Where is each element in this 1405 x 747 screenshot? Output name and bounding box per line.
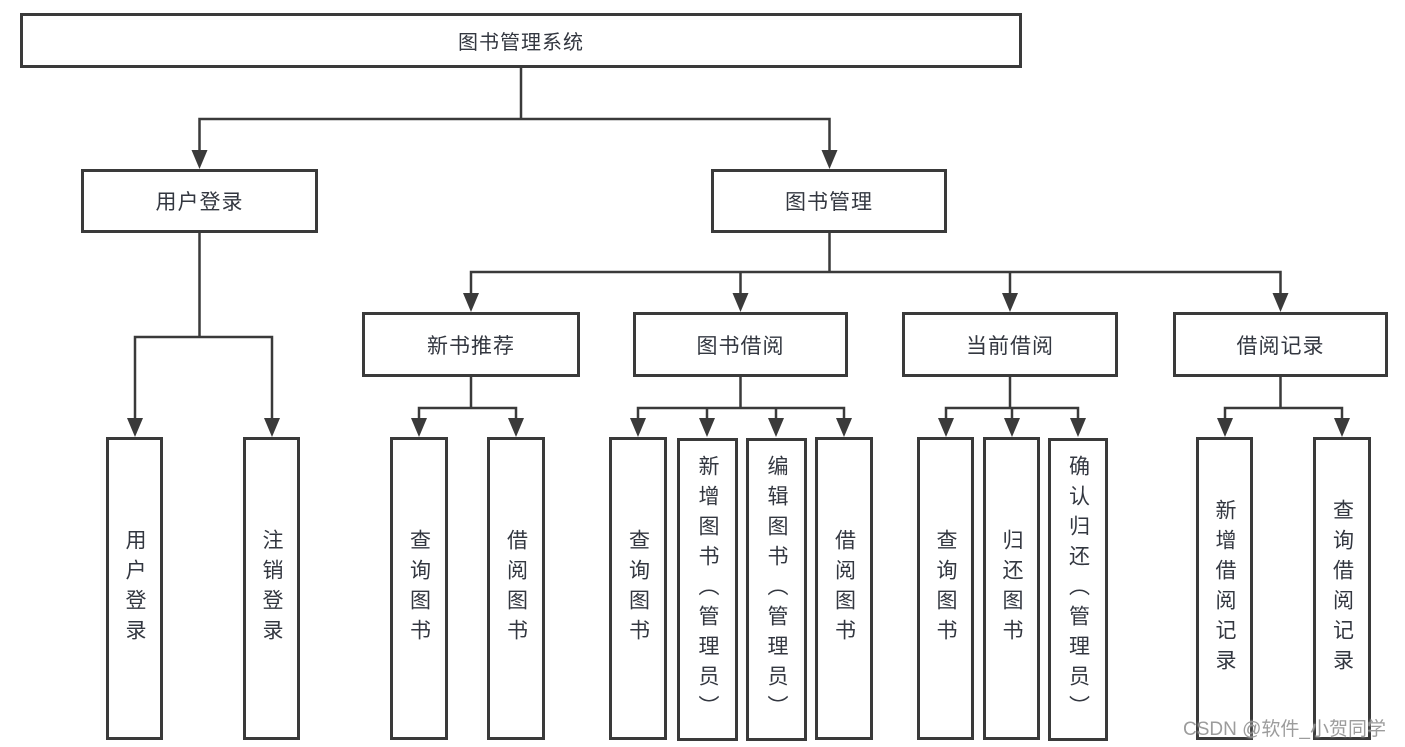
leaf-query-borrow-record-label: 查询借阅记录	[1330, 498, 1354, 679]
connector-bookmgmt-to-level3	[469, 231, 1282, 296]
leaf-newrec-borrow-books-label: 借阅图书	[504, 528, 528, 649]
connector-root-to-level2	[198, 66, 831, 153]
leaf-borrowing-borrow-books-label: 借阅图书	[832, 528, 856, 649]
leaf-edit-books-admin: 编辑图书（管理员）	[746, 438, 807, 741]
csdn-watermark: CSDN @软件_小贺同学	[1183, 719, 1386, 740]
arrowhead-icon	[630, 418, 646, 437]
arrowhead-icon	[1217, 418, 1233, 437]
arrowhead-icon	[836, 418, 852, 437]
arrowhead-icon	[1070, 418, 1086, 437]
leaf-confirm-return-admin: 确认归还（管理员）	[1048, 438, 1108, 741]
arrowhead-icon	[411, 418, 427, 437]
leaf-borrowing-query-books-label: 查询图书	[626, 528, 650, 649]
arrowhead-icon	[1002, 293, 1018, 312]
leaf-logout: 注销登录	[243, 437, 300, 740]
leaf-logout-label: 注销登录	[260, 528, 283, 649]
node-new-book-recommend: 新书推荐	[362, 312, 580, 377]
connector-current-to-leaves	[944, 375, 1080, 421]
arrowhead-icon	[732, 293, 749, 312]
leaf-newrec-query-books: 查询图书	[390, 437, 448, 740]
leaf-current-query-books-label: 查询图书	[934, 528, 957, 649]
connector-userlogin-to-leaves	[133, 231, 274, 421]
arrowhead-icon	[1334, 418, 1350, 437]
arrowhead-icon	[127, 418, 143, 437]
arrowhead-icon	[821, 150, 838, 169]
leaf-query-borrow-record: 查询借阅记录	[1313, 437, 1371, 740]
leaf-edit-books-admin-label: 编辑图书（管理员）	[765, 454, 788, 725]
node-new-book-recommend-label: 新书推荐	[427, 334, 515, 358]
arrowhead-icon	[699, 418, 715, 437]
leaf-current-query-books: 查询图书	[917, 437, 974, 740]
leaf-newrec-query-books-label: 查询图书	[407, 528, 431, 649]
leaf-add-borrow-record-label: 新增借阅记录	[1213, 498, 1236, 679]
arrowhead-icon	[508, 418, 524, 437]
connector-newbooks-to-leaves	[417, 375, 518, 421]
node-library-system: 图书管理系统	[20, 13, 1022, 68]
leaf-add-books-admin-label: 新增图书（管理员）	[696, 454, 719, 725]
node-library-system-label: 图书管理系统	[458, 32, 584, 54]
node-borrowing-records-label: 借阅记录	[1236, 334, 1325, 358]
node-user-login: 用户登录	[81, 169, 318, 233]
connector-borrowing-to-leaves	[636, 375, 846, 421]
node-borrowing-records: 借阅记录	[1173, 312, 1388, 377]
node-book-management: 图书管理	[711, 169, 947, 233]
arrowhead-icon	[768, 418, 784, 437]
leaf-return-books-label: 归还图书	[1000, 528, 1023, 649]
leaf-add-books-admin: 新增图书（管理员）	[677, 438, 738, 741]
node-current-borrowing: 当前借阅	[902, 312, 1118, 377]
arrowhead-icon	[1272, 293, 1289, 312]
node-book-borrowing-label: 图书借阅	[696, 334, 785, 358]
arrowhead-icon	[938, 418, 954, 437]
connector-records-to-leaves	[1223, 375, 1344, 421]
leaf-borrowing-borrow-books: 借阅图书	[815, 437, 873, 740]
node-book-management-label: 图书管理	[785, 191, 873, 214]
leaf-add-borrow-record: 新增借阅记录	[1196, 437, 1253, 740]
leaf-user-login: 用户登录	[106, 437, 163, 740]
arrowhead-icon	[1004, 418, 1020, 437]
leaf-return-books: 归还图书	[983, 437, 1040, 740]
leaf-confirm-return-admin-label: 确认归还（管理员）	[1066, 454, 1090, 725]
leaf-borrowing-query-books: 查询图书	[609, 437, 667, 740]
leaf-newrec-borrow-books: 借阅图书	[487, 437, 545, 740]
arrowhead-icon	[264, 418, 280, 437]
node-current-borrowing-label: 当前借阅	[966, 334, 1054, 358]
leaf-user-login-label: 用户登录	[123, 528, 146, 649]
arrowhead-icon	[463, 293, 479, 312]
node-user-login-label: 用户登录	[155, 191, 244, 214]
node-book-borrowing: 图书借阅	[633, 312, 848, 377]
arrowhead-icon	[191, 150, 208, 169]
